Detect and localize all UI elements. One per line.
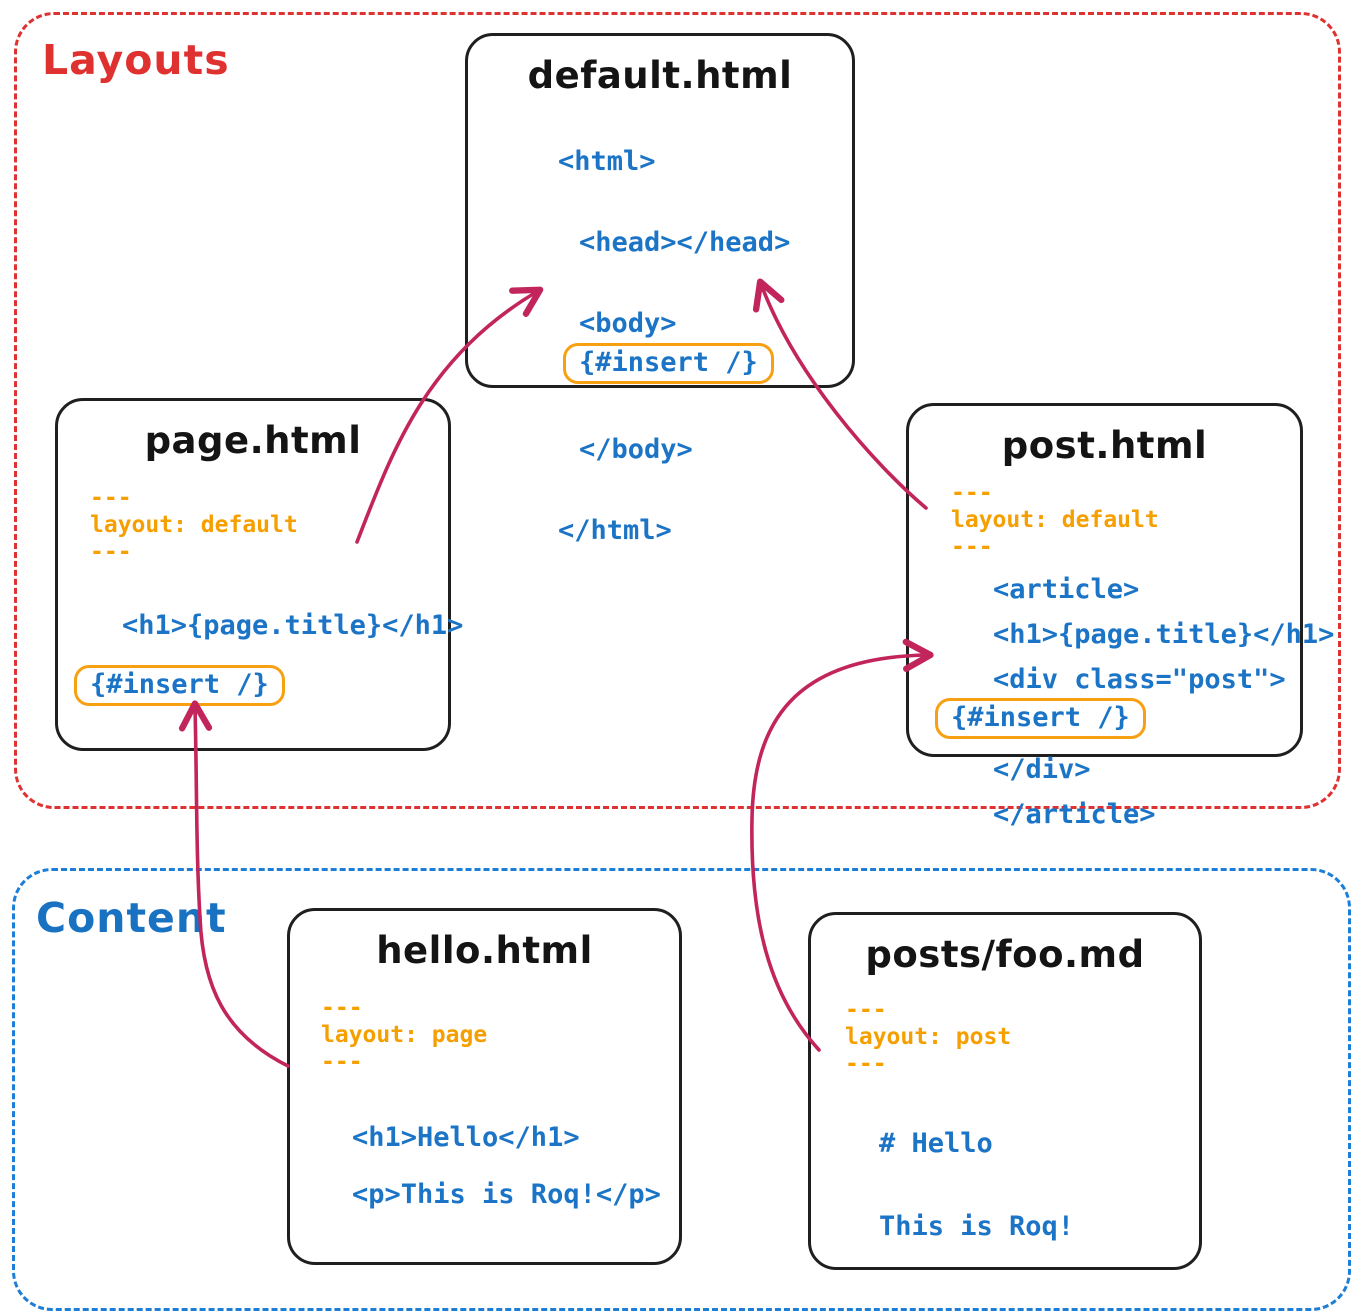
content-region: [12, 868, 1351, 1311]
code-line: </article>: [993, 799, 1156, 830]
insert-line: {#insert /}: [935, 696, 1300, 741]
insert-slot-highlight: {#insert /}: [563, 343, 774, 384]
blank-line: [321, 1076, 679, 1098]
blank-line: [845, 1161, 1199, 1189]
frontmatter-line: layout: default: [90, 512, 298, 538]
code-line: <head></head>: [579, 227, 791, 258]
code-line: <div class="post">: [993, 664, 1286, 695]
code-line: </body>: [579, 434, 693, 465]
frontmatter-line: ---: [951, 480, 993, 506]
file-box-page-html: page.html ---layout: default--- <h1>{page…: [55, 398, 464, 751]
frontmatter-line: ---: [90, 539, 132, 565]
code-line: <h1>Hello</h1>: [352, 1122, 580, 1153]
file-code: ---layout: page--- <h1>Hello</h1> <p>This …: [290, 995, 679, 1212]
file-code: ---layout: default--- <h1>{page.title}</h…: [58, 485, 464, 708]
insert-line: {#insert /}: [74, 663, 448, 708]
code-line: <html>: [558, 146, 656, 177]
file-box-default-html: default.html <html> <head></head> <body> {#…: [465, 33, 855, 546]
code-line: </div>: [993, 754, 1091, 785]
frontmatter-line: layout: post: [845, 1024, 1012, 1050]
blank-line: [90, 566, 448, 586]
file-code: ---layout: default---<article><h1>{page.…: [909, 480, 1335, 831]
frontmatter-line: ---: [845, 1051, 887, 1077]
file-box-hello-html: hello.html ---layout: page--- <h1>Hello</…: [287, 908, 682, 1265]
file-title: hello.html: [376, 929, 593, 972]
file-title: posts/foo.md: [865, 933, 1145, 976]
frontmatter-line: layout: default: [951, 507, 1159, 533]
frontmatter-line: ---: [321, 995, 363, 1021]
code-line: <h1>{page.title}</h1>: [993, 619, 1335, 650]
frontmatter-line: ---: [951, 534, 993, 560]
file-code: <html> <head></head> <body> {#insert /} </bo…: [468, 144, 852, 548]
code-line: <body>: [579, 308, 677, 339]
content-region-label: Content: [36, 894, 227, 942]
frontmatter-line: ---: [845, 997, 887, 1023]
file-title: page.html: [144, 419, 362, 462]
code-line: <article>: [993, 574, 1140, 605]
file-title: default.html: [527, 54, 793, 97]
code-line: </html>: [558, 515, 672, 546]
layouts-region: [14, 12, 1341, 809]
frontmatter-line: ---: [321, 1049, 363, 1075]
code-line: This is Roq!: [879, 1211, 1075, 1242]
blank-line: [845, 1078, 1199, 1106]
code-line: <h1>{page.title}</h1>: [122, 610, 464, 641]
frontmatter-line: layout: page: [321, 1022, 488, 1048]
insert-slot-highlight: {#insert /}: [74, 665, 285, 706]
insert-line: {#insert /}: [513, 341, 852, 386]
blank-line: [90, 643, 448, 663]
insert-slot-highlight: {#insert /}: [935, 698, 1146, 739]
layouts-region-label: Layouts: [42, 36, 230, 84]
code-line: # Hello: [879, 1128, 993, 1159]
code-line: <p>This is Roq!</p>: [352, 1179, 661, 1210]
file-box-post-html: post.html ---layout: default---<article>…: [906, 403, 1334, 830]
file-title: post.html: [1001, 424, 1208, 467]
frontmatter-line: ---: [90, 485, 132, 511]
